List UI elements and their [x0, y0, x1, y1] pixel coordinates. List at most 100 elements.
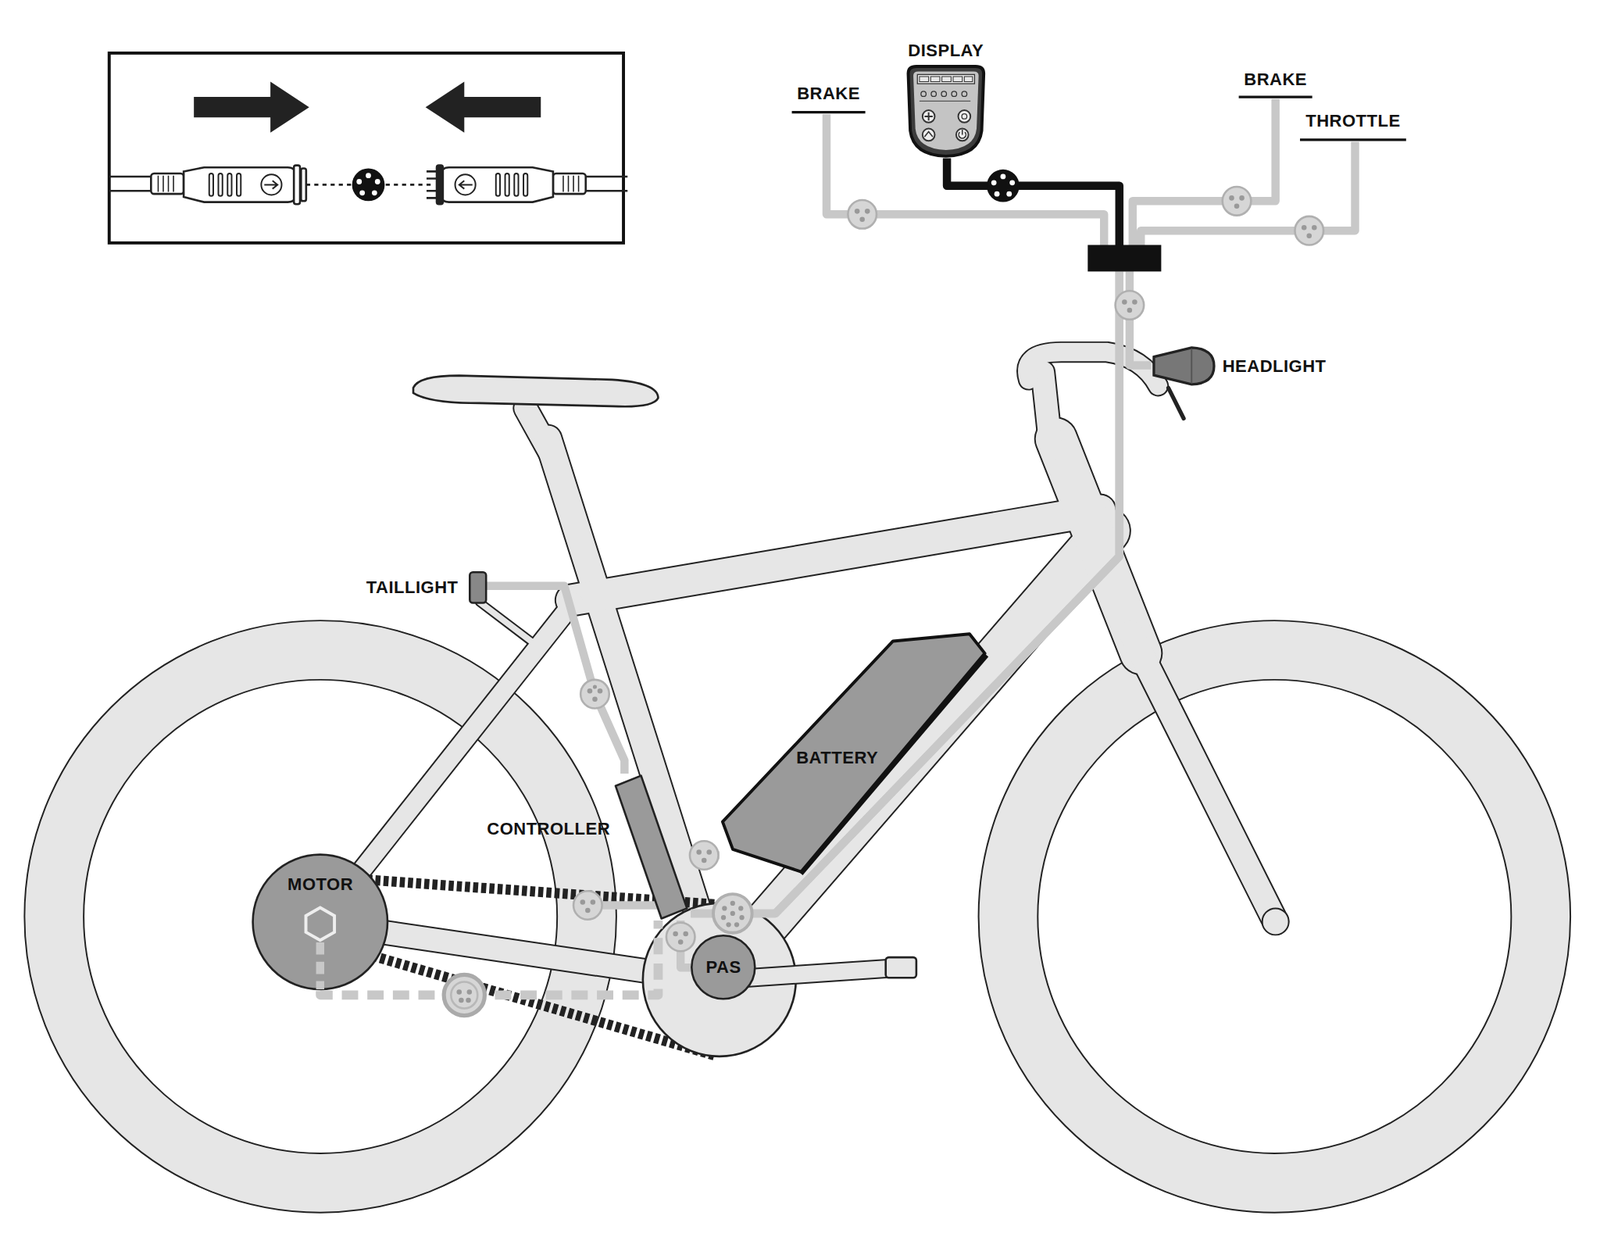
part-label: HEADLIGHT: [1222, 356, 1327, 376]
plug-dots-part-part: [689, 840, 719, 870]
plug-dots-part-part: [672, 931, 679, 937]
plug-dots-part-part: [1311, 225, 1318, 231]
plug-dots-part-part: [1306, 232, 1312, 239]
hub-motor-shape: [250, 852, 390, 992]
display-unit-shape: [903, 63, 990, 160]
plug-male-part: [218, 173, 223, 197]
throttle-label: THROTTLE: [1305, 111, 1400, 132]
plug-dots-part-part: [587, 688, 593, 694]
plug-dots-part-part: [1228, 195, 1235, 201]
display-unit-shape-part: [961, 91, 968, 97]
bike-frame-part-part: [331, 602, 574, 909]
wire-harness: [486, 585, 625, 774]
plug-dots-part-part: [592, 696, 598, 702]
plug-dots-part-part: [1301, 225, 1308, 231]
plug-dots-part-part: [573, 890, 603, 920]
bike-frame-part-part: [571, 510, 1100, 600]
plug-dots-part-part: [701, 857, 708, 864]
plug-dots-part-part: [465, 997, 472, 1004]
plug-dots-part-part: [1132, 299, 1138, 305]
pas-sensor: PAS: [690, 934, 757, 1000]
part-label: PAS: [705, 957, 741, 978]
brake-label: BRAKE: [796, 84, 861, 104]
part-label: CONTROLLER: [486, 818, 611, 839]
plug-female-part: [583, 176, 628, 191]
plug-dots-part: [847, 200, 877, 229]
display-cable: [946, 157, 1120, 250]
plug-female-part: [426, 171, 437, 198]
pas-sensor-shape-part: [692, 935, 756, 1000]
battery-pack: BATTERY: [719, 632, 989, 884]
display-unit-shape-part: [922, 128, 936, 142]
plug-dots-part-part: [1222, 186, 1252, 216]
display-unit-shape-part: [958, 129, 966, 139]
plug-dots-part-part: [730, 910, 736, 916]
headlight-shape-part: [1191, 349, 1193, 384]
plug-female-part: [505, 173, 510, 197]
headlight-shape-part: [1153, 347, 1215, 385]
plug-male-part: [260, 174, 282, 195]
plug-dots-part-part: [580, 899, 586, 905]
plug-dots-part-part: [666, 922, 696, 952]
plug-dots-part-part: [678, 939, 684, 945]
controller-box-shape-part: [615, 775, 687, 919]
plug-female-part: [514, 173, 518, 197]
wheels-part: [978, 620, 1572, 1213]
display-unit-shape-part: [917, 74, 975, 84]
plug-dots-part-part: [696, 849, 702, 855]
plug-dots: [443, 186, 1324, 1016]
plug-male-part: [150, 173, 184, 194]
plug-female-part: [459, 180, 473, 189]
display-plug: [986, 169, 1020, 203]
plug-dots-part-part: [725, 921, 731, 927]
label-underlines-part: [792, 110, 866, 114]
bike-frame-part-part: [1130, 632, 1275, 922]
pin-face-part: [359, 189, 365, 196]
plug-dots-part-part: [458, 997, 465, 1004]
controller-box: CONTROLLER: [612, 773, 692, 921]
taillight-shape-part: [469, 572, 486, 604]
bike-frame-part-part: [479, 602, 531, 642]
battery-pack-shape-part: [722, 633, 986, 872]
part-label: DISPLAY: [907, 40, 984, 61]
display-plug-part: [1009, 179, 1015, 186]
wheels-part: [1037, 679, 1511, 1154]
connector-inset-part: [109, 53, 624, 243]
part-label: BATTERY: [796, 748, 879, 768]
display-unit-shape-part: [942, 76, 952, 83]
connector-inset-part: [425, 81, 542, 133]
plug-dots-part-part: [450, 981, 478, 1008]
headlight: HEADLIGHT: [1150, 344, 1217, 388]
plug-dots-part-part: [721, 905, 727, 911]
junction-hub: [1087, 244, 1161, 272]
plug-dots-part-part: [597, 688, 604, 694]
bike-frame-part-part: [479, 602, 531, 642]
plug-dots-part-part: [721, 914, 726, 920]
display-unit-shape-part: [931, 91, 937, 97]
plug-female-part: [496, 173, 500, 197]
display-unit-shape-part: [924, 131, 933, 137]
control-wires-part: [1140, 142, 1355, 250]
plug-dots-part-part: [1294, 216, 1324, 246]
plug-female-part: [440, 167, 554, 202]
plug-dots-part: [666, 922, 696, 952]
display-unit-shape-part: [919, 100, 971, 102]
display-unit-shape-part: [921, 91, 927, 97]
hub-motor-shape-part: [306, 907, 336, 940]
plug-female-part: [523, 173, 528, 197]
display-unit-shape-part: [941, 91, 947, 97]
pin-face-part: [375, 178, 381, 185]
plug-dots-part: [1222, 186, 1252, 216]
hub-motor-shape-part: [316, 942, 325, 990]
label-underlines-part: [1300, 138, 1407, 141]
plug-male-part: [227, 173, 232, 197]
plug-female: [426, 165, 628, 205]
plug-female-part: [553, 173, 586, 194]
plug-dots-part-part: [738, 905, 743, 911]
plug-dots-part-part: [859, 217, 865, 223]
hub-motor: MOTOR: [250, 852, 390, 992]
display-unit-shape-part: [961, 114, 968, 120]
plug-dots-part-part: [1127, 307, 1133, 314]
